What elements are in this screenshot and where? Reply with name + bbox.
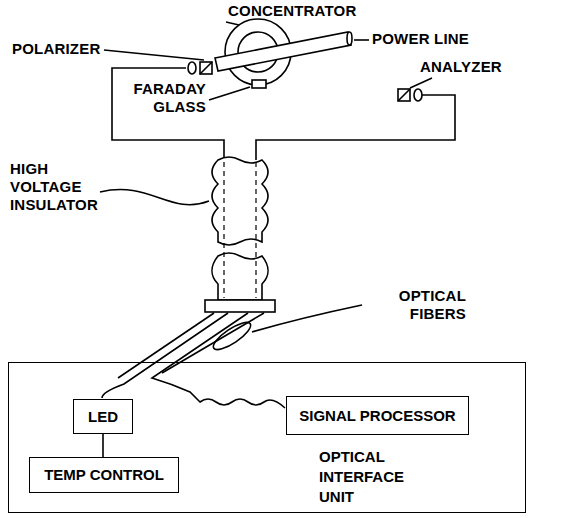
component-box: TEMP CONTROL [29,457,179,493]
leader-line [410,78,432,88]
lens-symbol [414,89,422,101]
lens-symbol [188,62,196,74]
part-label: HIGH VOLTAGE INSULATOR [10,160,100,214]
unit-box: OPTICAL INTERFACE UNIT LED SIGNAL PROCESSO… [8,362,526,513]
leader-line [252,305,362,332]
analyzer-symbol [398,89,410,101]
light-path [255,162,256,298]
light-path [112,68,224,160]
polarizer-symbol [200,62,212,74]
connector-line [102,434,104,457]
box-label: TEMP CONTROL [44,466,164,484]
leader-line [226,22,239,25]
box-label: LED [88,408,118,426]
optical-fiber [152,313,285,408]
fiber-cable [162,313,264,373]
leader-loop [210,318,254,354]
insulator-base [205,300,275,312]
part-label: OPTICAL FIBERS [362,287,466,323]
part-label: FARADAY GLASS [118,80,206,116]
insulator [212,253,268,300]
faraday-glass [252,80,266,88]
component-box: SIGNAL PROCESSOR [286,396,469,435]
light-path [256,95,455,160]
component-box: LED [73,399,133,434]
power-line-end [347,32,352,45]
polarizer-symbol [200,62,212,74]
light-path [223,162,224,298]
insulator [212,157,268,245]
box-label: SIGNAL PROCESSOR [299,407,455,425]
part-label: POLARIZER [12,40,100,58]
leader-line [104,50,204,60]
leader-line [354,39,369,41]
leader-line [100,190,209,205]
part-label: ANALYZER [420,58,502,76]
unit-title: OPTICAL INTERFACE UNIT [319,447,419,507]
leader-line [209,87,250,100]
optical-fiber [102,313,228,398]
analyzer-symbol [398,89,410,101]
power-line-bar [215,32,351,71]
part-label: CONCENTRATOR [228,2,357,20]
part-label: POWER LINE [372,30,469,48]
